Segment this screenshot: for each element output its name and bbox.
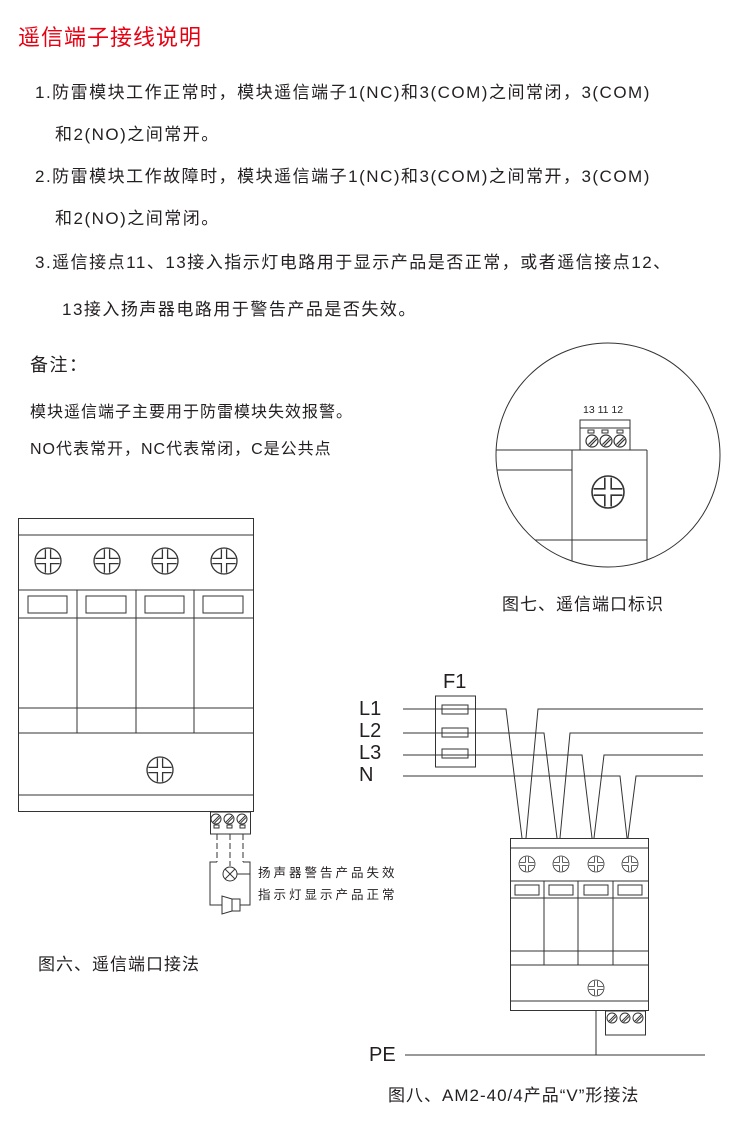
instruction-3-line1: 3.遥信接点11、13接入指示灯电路用于显示产品是否正常，或者遥信接点12、 [35,253,672,272]
terminal-screw-icon [236,813,248,825]
instruction-1-line2: 和2(NO)之间常开。 [55,125,220,144]
figure7-caption: 图七、遥信端口标识 [502,595,664,614]
terminal-screw-icon [585,434,599,448]
terminal-numbers: 13 11 12 [583,404,624,416]
figure6-caption: 图六、遥信端口接法 [38,955,200,974]
fuse-label: F1 [443,671,467,693]
figure7-detail [495,342,721,568]
screw-icon [552,855,570,873]
note-line-2: NO代表常开，NC代表常闭，C是公共点 [30,441,332,458]
screw-icon [151,547,179,575]
screw-icon [587,979,605,997]
screw-icon [518,855,536,873]
figure8-wiring [403,695,705,1056]
instruction-1-line1: 1.防雷模块工作正常时，模块遥信端子1(NC)和3(COM)之间常闭，3(COM… [35,83,651,102]
terminal-screw-icon [223,813,235,825]
figure6-device [18,518,254,915]
screw-icon [621,855,639,873]
note-line-1: 模块遥信端子主要用于防雷模块失效报警。 [30,404,354,421]
terminal-screw-icon [606,1012,618,1024]
pe-label: PE [369,1044,396,1066]
terminal-screw-icon [210,813,222,825]
notes-heading: 备注： [30,355,89,375]
line-label-l1: L1 [359,698,382,720]
lamp-icon [222,866,238,882]
line-label-l3: L3 [359,742,382,764]
terminal-screw-icon [632,1012,644,1024]
instruction-3-line2: 13接入扬声器电路用于警告产品是否失效。 [62,300,417,319]
line-label-n: N [359,764,374,786]
screw-icon [146,756,174,784]
instruction-2-line1: 2.防雷模块工作故障时，模块遥信端子1(NC)和3(COM)之间常开，3(COM… [35,167,651,186]
screw-icon [210,547,238,575]
screw-icon [591,475,625,509]
speaker-label: 扬声器警告产品失效 [258,866,398,880]
terminal-screw-icon [613,434,627,448]
page-title: 遥信端子接线说明 [18,25,203,50]
line-label-l2: L2 [359,720,382,742]
screw-icon [34,547,62,575]
terminal-screw-icon [619,1012,631,1024]
screw-icon [587,855,605,873]
speaker-icon [221,895,241,915]
figure8-caption: 图八、AM2-40/4产品“V”形接法 [388,1086,640,1105]
terminal-screw-icon [599,434,613,448]
screw-icon [93,547,121,575]
instruction-2-line2: 和2(NO)之间常闭。 [55,209,220,228]
lamp-label: 指示灯显示产品正常 [258,888,398,902]
